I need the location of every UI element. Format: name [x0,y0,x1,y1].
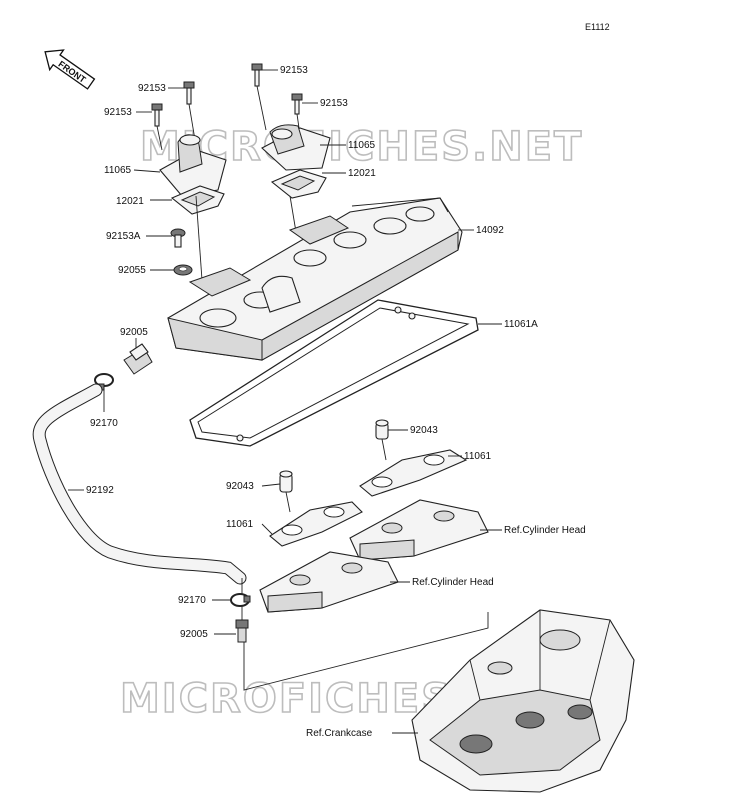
breather-fitting-top [123,343,153,375]
label-92153-right-lower: 92153 [320,98,348,109]
cylinder-head-cover [167,197,463,361]
front-arrow-icon: FRONT [44,49,96,90]
dowel-pin-92043-right [375,419,389,440]
label-92005-top: 92005 [120,327,148,338]
label-11065-left: 11065 [104,165,132,176]
bolt-92153-left-lower [151,103,163,127]
label-92005-bottom: 92005 [180,629,208,640]
dowel-pin-92043-left [279,470,293,493]
label-92153-right-upper: 92153 [280,65,308,76]
label-92043-right: 92043 [410,425,438,436]
head-cover-gasket [189,299,479,447]
label-12021-right: 12021 [348,168,376,179]
bolt-92153-right-lower [291,93,303,115]
label-92170-top: 92170 [90,418,118,429]
label-92043-left: 92043 [226,481,254,492]
label-11061A: 11061A [504,319,538,330]
label-ref-cylinder-head-left: Ref.Cylinder Head [412,577,494,588]
label-11061-right: 11061 [464,451,492,462]
gasket-11061-right [359,449,468,497]
breather-hose [32,383,247,585]
gasket-11061-left [269,501,363,547]
label-92192: 92192 [86,485,114,496]
label-11065-right: 11065 [348,140,376,151]
washer-92055 [173,264,193,276]
bolt-92153-right-upper [251,63,263,87]
reed-valve-right [270,169,327,199]
label-92170-bottom: 92170 [178,595,206,606]
reed-valve-cover-left [159,134,227,197]
label-14092: 14092 [476,225,504,236]
label-12021-left: 12021 [116,196,144,207]
cylinder-head-right [349,499,489,561]
cylinder-head-left [259,551,399,613]
bolt-92153A [170,228,186,248]
breather-fitting-bottom [235,619,249,643]
label-92153-left-upper: 92153 [138,83,166,94]
reed-valve-left [170,185,225,215]
label-92153A: 92153A [106,231,141,242]
label-11061-left: 11061 [226,519,254,530]
bolt-92153-left-upper [183,81,195,105]
label-92153-left-lower: 92153 [104,107,132,118]
crankcase [411,609,635,793]
hose-clamp-bottom [230,593,251,607]
label-92055: 92055 [118,265,146,276]
label-ref-crankcase: Ref.Crankcase [306,728,373,739]
diagram-code: E1112 [585,22,610,32]
reed-valve-cover-right [261,124,331,171]
label-ref-cylinder-head-right: Ref.Cylinder Head [504,525,586,536]
